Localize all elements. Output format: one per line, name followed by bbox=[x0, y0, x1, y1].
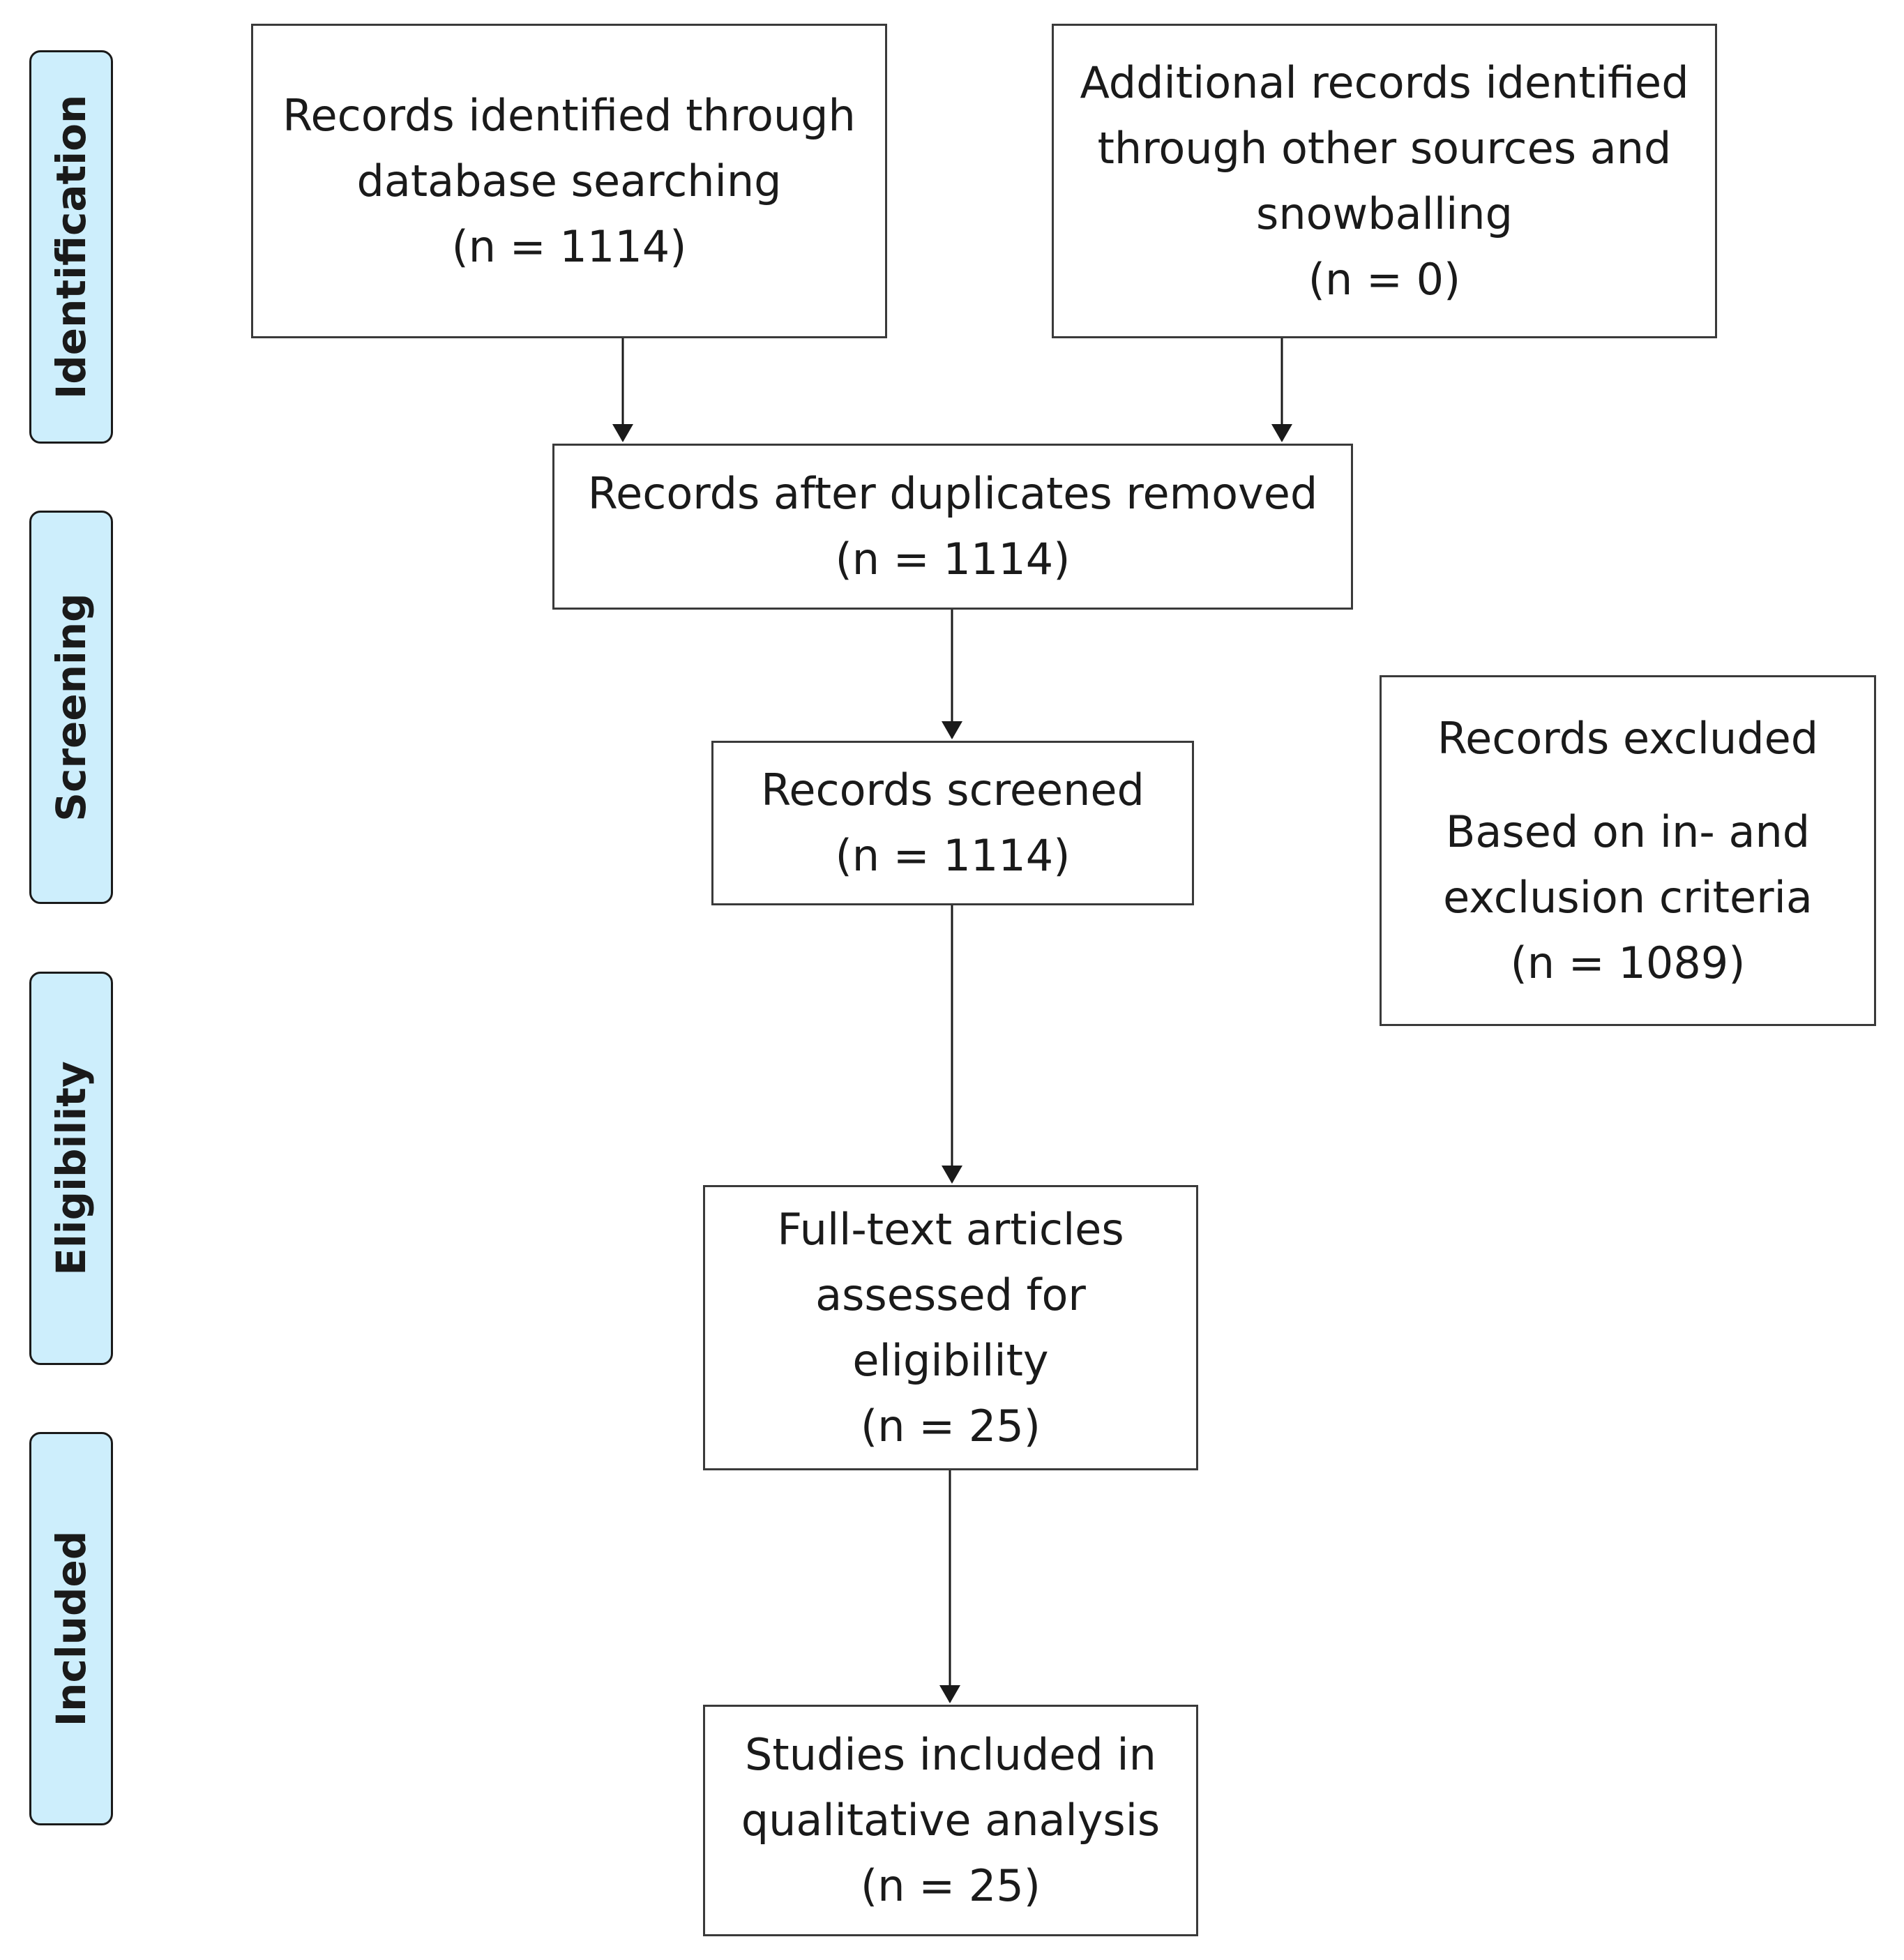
box-database-records: Records identified through database sear… bbox=[251, 24, 887, 338]
phase-eligibility: Eligibility bbox=[29, 972, 113, 1365]
box-database-count: (n = 1114) bbox=[451, 220, 687, 272]
phase-included: Included bbox=[29, 1432, 113, 1825]
box-full-text-articles: Full-text articles assessed for eligibil… bbox=[703, 1185, 1198, 1470]
arrowhead-fulltext bbox=[942, 1166, 962, 1184]
box-excluded-line3: exclusion criteria bbox=[1443, 871, 1813, 923]
box-duplicates-removed: Records after duplicates removed (n = 11… bbox=[552, 444, 1353, 610]
arrowhead-other bbox=[1271, 424, 1292, 442]
box-included-line2: qualitative analysis bbox=[741, 1795, 1161, 1846]
box-records-screened: Records screened (n = 1114) bbox=[711, 741, 1194, 905]
box-screened-count: (n = 1114) bbox=[835, 830, 1071, 881]
box-included-line1: Studies included in bbox=[745, 1729, 1156, 1780]
box-fulltext-line3: eligibility bbox=[852, 1334, 1049, 1386]
box-duplicates-line1: Records after duplicates removed bbox=[587, 468, 1318, 519]
box-other-line2: through other sources and bbox=[1097, 122, 1672, 174]
box-excluded-count: (n = 1089) bbox=[1510, 937, 1746, 988]
box-fulltext-line1: Full-text articles bbox=[777, 1203, 1124, 1255]
arrowhead-screened bbox=[942, 721, 962, 739]
box-excluded-line2: Based on in- and bbox=[1445, 806, 1811, 857]
box-database-line2: database searching bbox=[356, 155, 782, 206]
phase-screening: Screening bbox=[29, 511, 113, 904]
box-included-count: (n = 25) bbox=[861, 1860, 1041, 1911]
box-other-count: (n = 0) bbox=[1308, 253, 1461, 305]
box-fulltext-count: (n = 25) bbox=[861, 1400, 1041, 1452]
box-excluded-line1: Records excluded bbox=[1437, 712, 1819, 764]
box-other-sources: Additional records identified through ot… bbox=[1052, 24, 1717, 338]
box-duplicates-count: (n = 1114) bbox=[835, 534, 1071, 585]
phase-identification: Identification bbox=[29, 50, 113, 444]
arrowhead-included bbox=[939, 1685, 960, 1703]
box-screened-line1: Records screened bbox=[761, 764, 1144, 815]
box-studies-included: Studies included in qualitative analysis… bbox=[703, 1705, 1198, 1936]
box-fulltext-line2: assessed for bbox=[815, 1269, 1086, 1320]
box-database-line1: Records identified through bbox=[282, 89, 856, 141]
box-other-line1: Additional records identified bbox=[1080, 56, 1689, 108]
arrowhead-database bbox=[612, 424, 633, 442]
box-records-excluded: Records excluded Based on in- and exclus… bbox=[1380, 675, 1876, 1026]
box-other-line3: snowballing bbox=[1256, 188, 1513, 239]
